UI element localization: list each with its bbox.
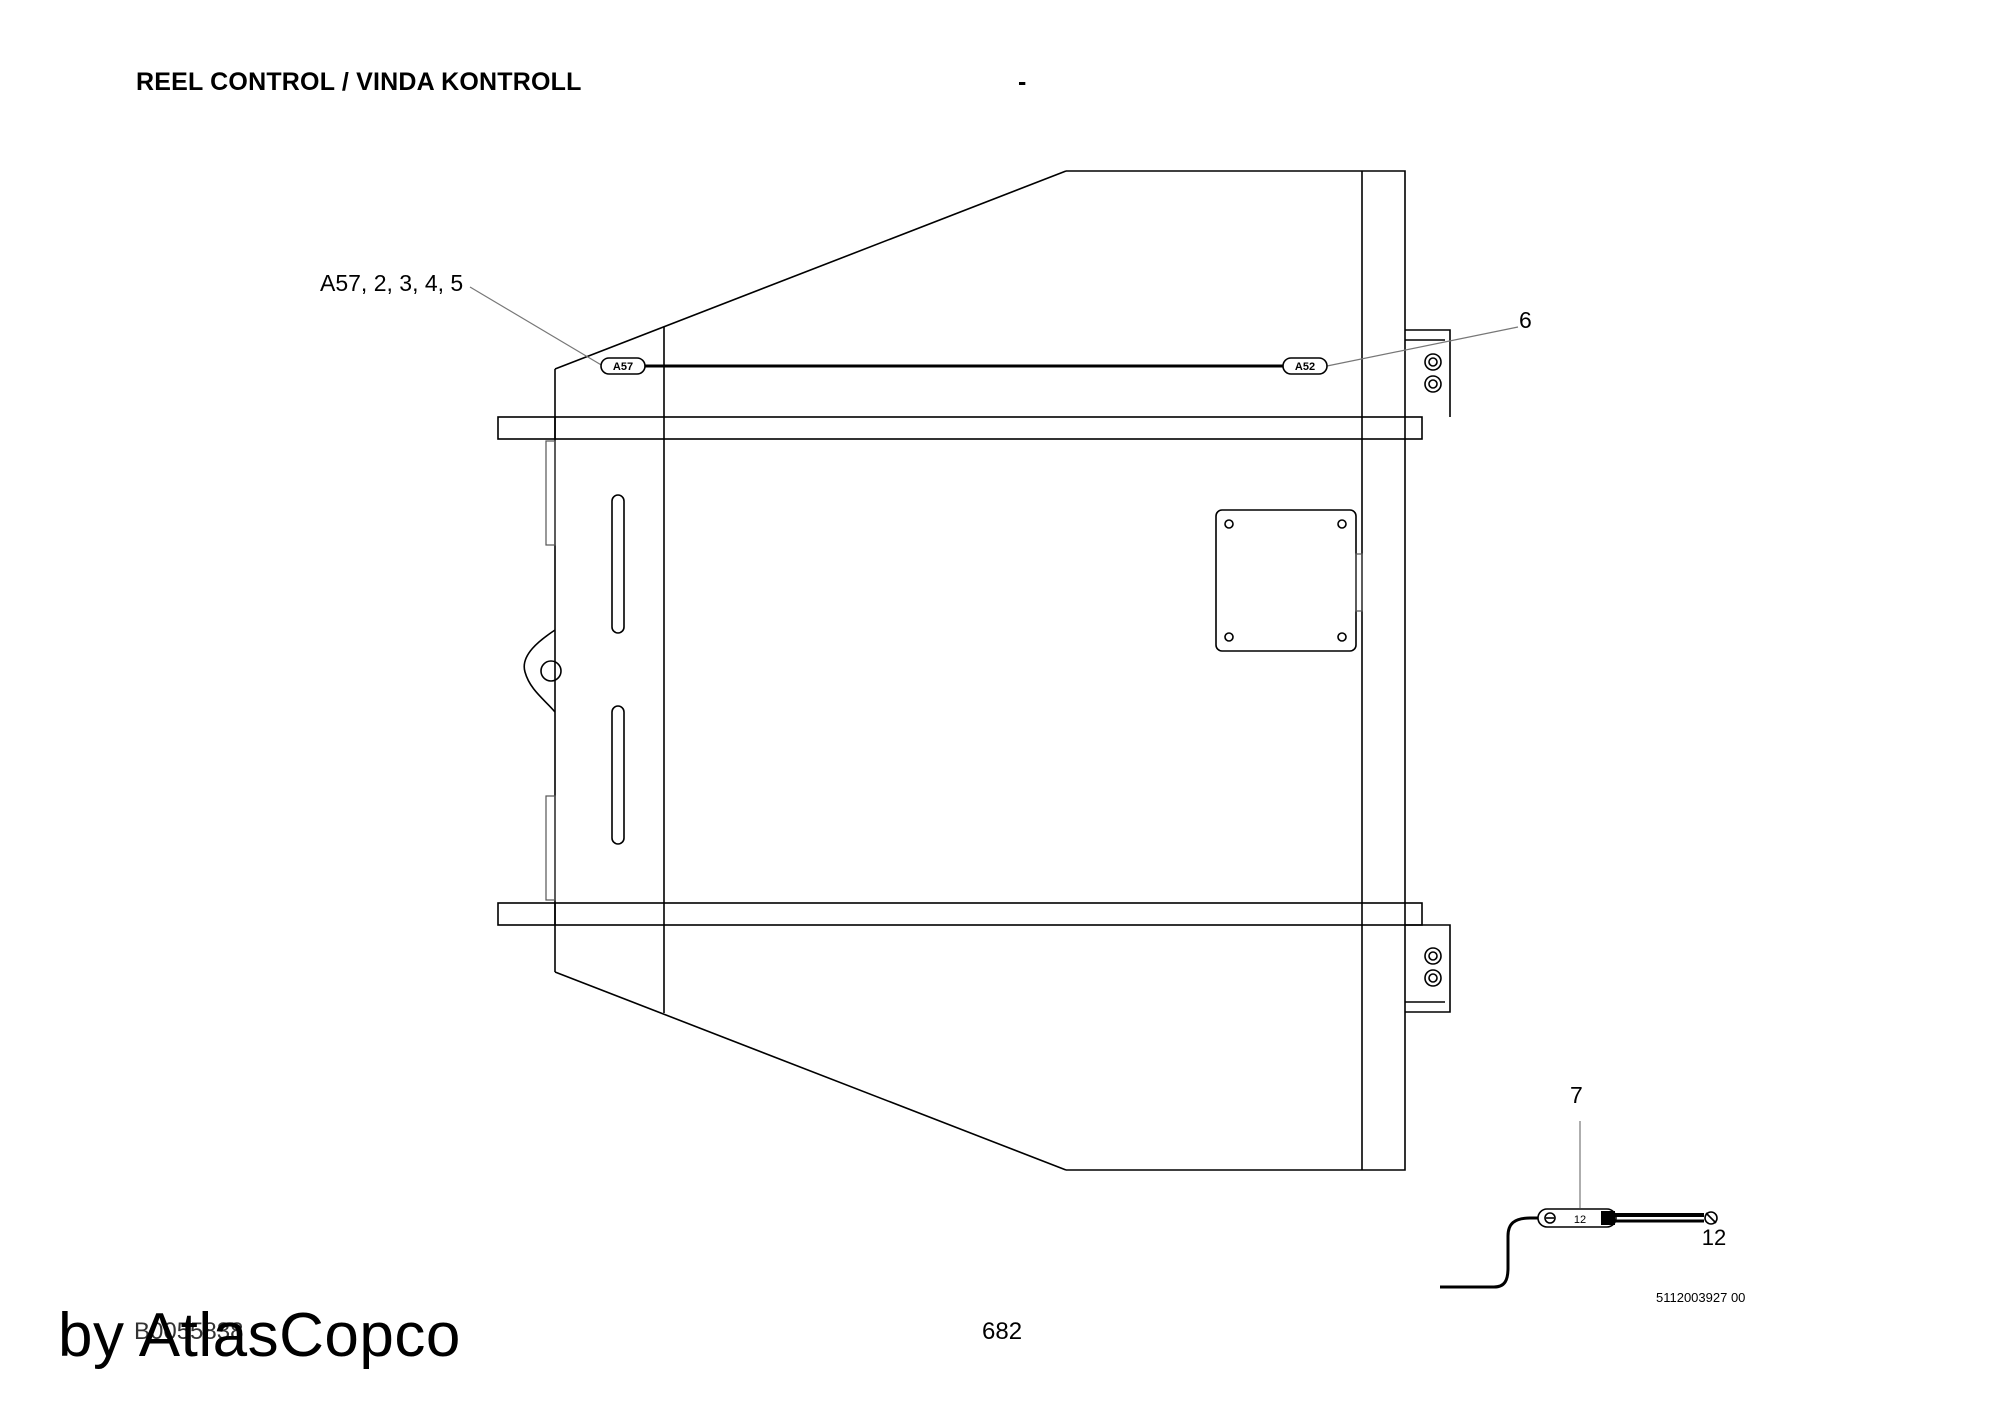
callout-7: 7 (1570, 1082, 1583, 1108)
document-number: 5112003927 00 (1656, 1290, 1746, 1305)
tag-a52-label: A52 (1295, 361, 1315, 373)
frame-outline (554, 170, 1406, 1171)
page-number: 682 (982, 1318, 1023, 1345)
watermark: by AtlasCopco (58, 1301, 461, 1370)
tag-12-label: 12 (1574, 1214, 1586, 1226)
upper-rail (497, 416, 1423, 440)
tag-a57-label: A57 (613, 361, 633, 373)
cable-end-label: 12 (1702, 1225, 1726, 1250)
right-mount-bottom (1405, 924, 1451, 1013)
page-title: REEL CONTROL / VINDA KONTROLL (136, 68, 582, 96)
callout-a57-items: A57, 2, 3, 4, 5 (320, 270, 464, 296)
mounting-plate (1215, 509, 1363, 652)
cable-detail-7: 12 12 (1440, 1208, 1726, 1289)
drawing-code: B0055838 (134, 1318, 244, 1345)
right-mount-top (1405, 329, 1451, 417)
leader-line-6 (1326, 326, 1519, 367)
header-dash: - (1018, 68, 1027, 96)
callout-6: 6 (1519, 307, 1532, 333)
left-brackets (523, 440, 562, 901)
tag-a52: A52 (1282, 357, 1328, 375)
tag-a57: A57 (600, 357, 646, 375)
lower-rail (497, 902, 1423, 926)
slots (611, 494, 625, 845)
leader-line-1 (469, 286, 604, 367)
